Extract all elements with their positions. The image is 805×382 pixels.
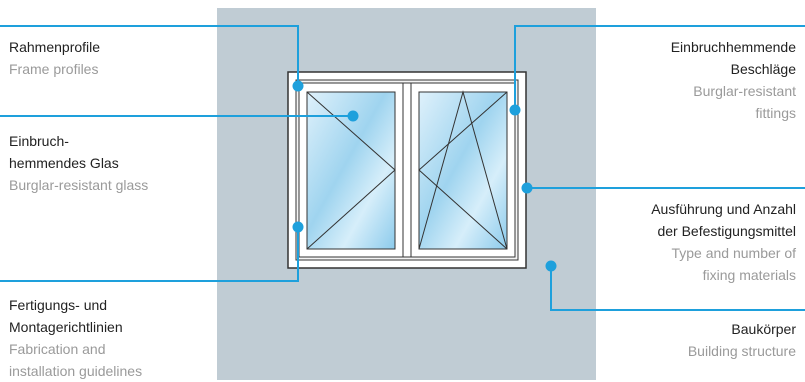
dot-glas <box>347 110 359 122</box>
label-baukoerper: Baukörper Building structure <box>688 318 796 362</box>
dot-rahmenprofile <box>292 80 304 92</box>
label-baukoerper-en: Building structure <box>687 343 796 359</box>
label-befestigung-en-2: fixing materials <box>702 267 796 283</box>
label-beschlaege-en-1: Burglar-resistant <box>693 83 796 99</box>
label-glas-en: Burglar-resistant glass <box>9 177 149 193</box>
dot-befestigung <box>521 182 533 194</box>
dot-baukoerper <box>545 260 557 272</box>
label-beschlaege-en-2: fittings <box>755 105 796 121</box>
label-rahmenprofile-de: Rahmenprofile <box>9 39 101 55</box>
leader-fertigung <box>0 227 299 282</box>
label-befestigung-de-2: der Befestigungsmittel <box>657 223 796 239</box>
label-befestigung-en-1: Type and number of <box>671 245 796 261</box>
left-opening-lines <box>306 91 396 250</box>
label-befestigung-de-1: Ausführung und Anzahl <box>651 201 796 217</box>
label-beschlaege-de-2: Beschläge <box>730 61 796 77</box>
label-rahmenprofile-en: Frame profiles <box>9 61 99 77</box>
dot-fertigung <box>292 221 304 233</box>
label-glas-de-1: Einbruch- <box>9 133 69 149</box>
label-fertigung-de-2: Montagerichtlinien <box>9 319 123 335</box>
label-rahmenprofile: Rahmenprofile Frame profiles <box>9 36 100 80</box>
mullion <box>402 82 412 258</box>
label-glas-de-2: hemmendes Glas <box>9 155 119 171</box>
label-fertigung-de-1: Fertigungs- und <box>9 297 108 313</box>
label-fertigung: Fertigungs- und Montagerichtlinien Fabri… <box>9 294 142 382</box>
leader-rahmenprofile <box>0 25 299 86</box>
label-fertigung-en-2: installation guidelines <box>9 363 143 379</box>
label-befestigung: Ausführung und Anzahl der Befestigungsmi… <box>651 198 796 286</box>
leader-baukoerper <box>550 266 805 311</box>
label-fertigung-en-1: Fabrication and <box>9 341 106 357</box>
dot-beschlaege <box>509 104 521 116</box>
label-baukoerper-de: Baukörper <box>731 321 796 337</box>
label-beschlaege-de-1: Einbruchhemmende <box>670 39 796 55</box>
leader-beschlaege <box>514 25 805 110</box>
right-opening-lines <box>418 91 508 250</box>
label-glas: Einbruch- hemmendes Glas Burglar-resista… <box>9 130 148 196</box>
label-beschlaege: Einbruchhemmende Beschläge Burglar-resis… <box>671 36 796 124</box>
right-tilt-lines <box>418 90 508 250</box>
right-glass <box>418 91 508 250</box>
